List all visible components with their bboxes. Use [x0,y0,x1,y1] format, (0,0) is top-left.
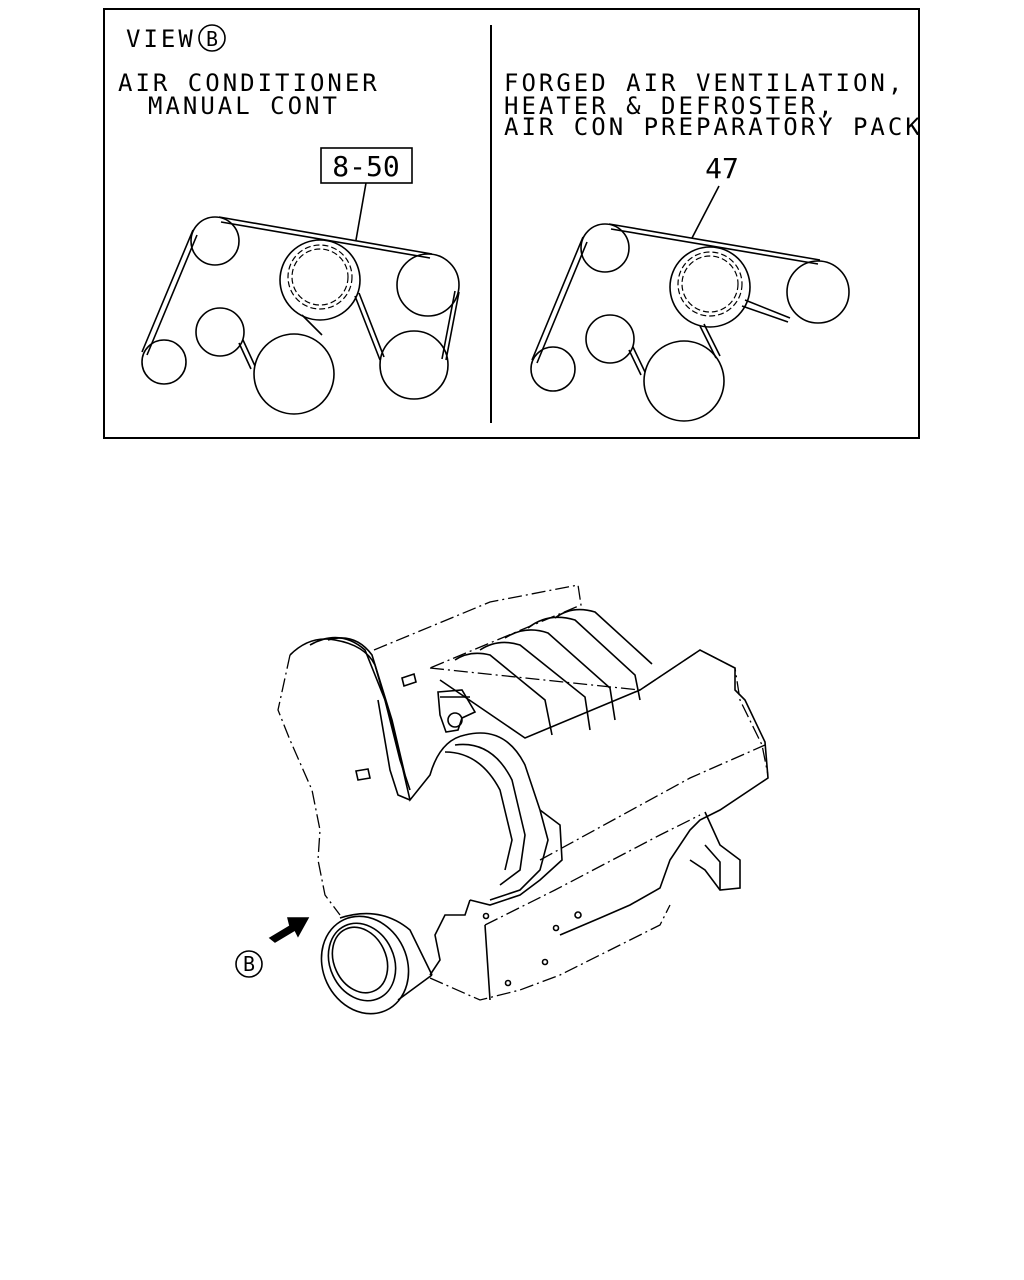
right-belt-layout [530,223,850,422]
crankshaft-pulley [320,912,433,1015]
pulley-alternator [141,339,187,385]
right-leader-line [691,185,720,239]
view-direction-arrow [268,917,310,943]
engine-illustration [268,584,769,1015]
pulley-power-steering [396,253,460,317]
pulley-ac-compressor [669,246,751,328]
pulley-crankshaft [643,340,725,422]
pulley-crankshaft [253,333,335,415]
engine-view-marker-circle [235,950,263,978]
right-title-line1: FORGED AIR VENTILATION, [504,69,905,97]
view-label: VIEW [126,25,196,53]
pulley-tensioner [585,314,635,364]
pulley-ac-compressor [279,239,361,321]
pulley-power-steering [786,260,850,324]
left-title-line2: MANUAL CONT [148,92,340,120]
pulley-alternator [530,346,576,392]
engine-view-marker-letter: B [243,952,255,976]
intake-manifold [439,608,653,739]
left-leader-line [355,182,367,241]
left-part-ref: 8-50 [332,150,399,183]
right-part-ref: 47 [705,152,739,185]
view-marker-circle [198,24,226,52]
right-title-line3: AIR CON PREPARATORY PACK [504,113,923,141]
right-title-line2: HEATER & DEFROSTER, [504,92,836,120]
view-marker-letter: B [206,27,218,51]
pulley-idler-top [580,223,630,273]
pulley-water-pump [379,330,449,400]
left-part-ref-box [320,147,413,184]
pulley-tensioner [195,307,245,357]
view-panel-frame [103,8,920,439]
left-belt-layout [141,216,460,415]
timing-cover [277,636,582,987]
left-title-line1: AIR CONDITIONER [118,69,380,97]
pulley-idler-top [190,216,240,266]
